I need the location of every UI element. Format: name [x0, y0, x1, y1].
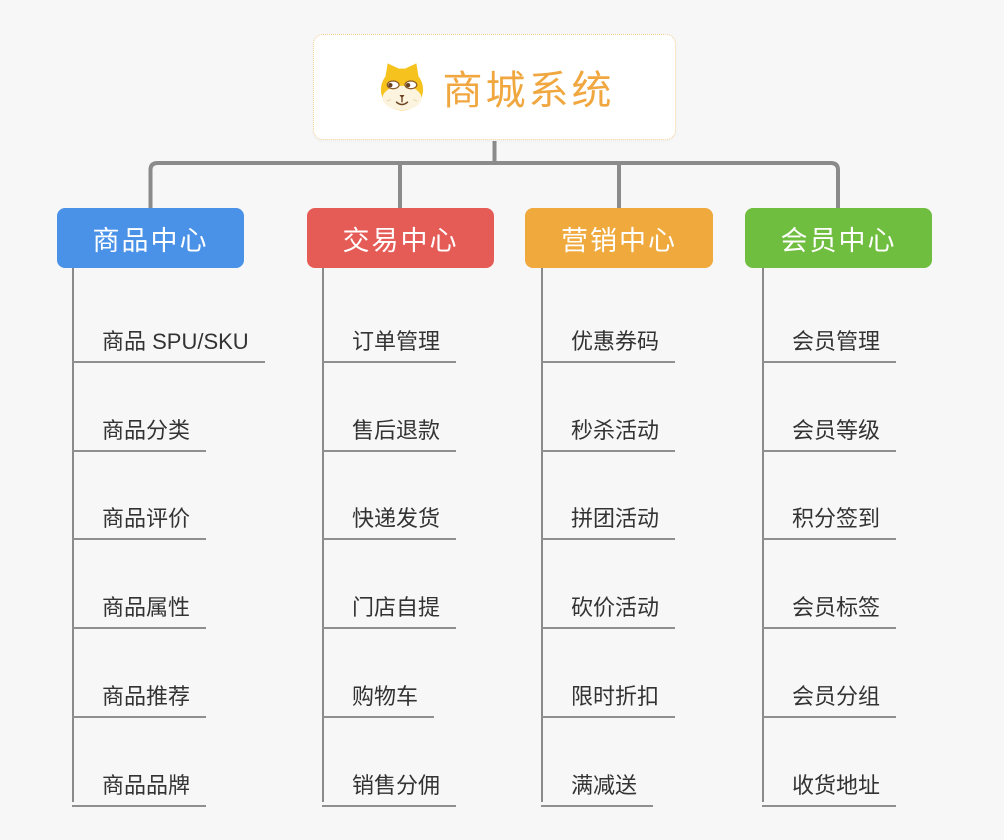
- child-node[interactable]: 商品评价: [72, 493, 207, 540]
- child-node[interactable]: 购物车: [322, 671, 435, 718]
- branch-trunk-line: [322, 268, 324, 802]
- dog-face-icon: [380, 63, 423, 111]
- branch-node-member[interactable]: 会员中心: [745, 208, 932, 268]
- child-node[interactable]: 门店自提: [322, 582, 457, 629]
- child-node[interactable]: 砍价活动: [541, 582, 676, 629]
- child-node[interactable]: 商品分类: [72, 405, 207, 452]
- child-node[interactable]: 拼团活动: [541, 493, 676, 540]
- child-node[interactable]: 满减送: [541, 760, 654, 807]
- child-node[interactable]: 积分签到: [762, 493, 897, 540]
- child-node[interactable]: 商品属性: [72, 582, 207, 629]
- child-node[interactable]: 会员分组: [762, 671, 897, 718]
- child-node[interactable]: 商品 SPU/SKU: [72, 316, 265, 363]
- child-node[interactable]: 秒杀活动: [541, 405, 676, 452]
- child-node[interactable]: 订单管理: [322, 316, 457, 363]
- root-node[interactable]: 商城系统: [313, 34, 676, 140]
- child-node[interactable]: 商品品牌: [72, 760, 207, 807]
- branch-node-marketing[interactable]: 营销中心: [525, 208, 713, 268]
- child-node[interactable]: 限时折扣: [541, 671, 676, 718]
- child-node[interactable]: 会员标签: [762, 582, 897, 629]
- branch-node-product[interactable]: 商品中心: [57, 208, 244, 268]
- child-node[interactable]: 快递发货: [322, 493, 457, 540]
- branch-node-trade[interactable]: 交易中心: [307, 208, 494, 268]
- branch-trunk-line: [541, 268, 543, 802]
- child-node[interactable]: 会员等级: [762, 405, 897, 452]
- child-node[interactable]: 会员管理: [762, 316, 897, 363]
- root-title: 商城系统: [442, 69, 615, 113]
- child-node[interactable]: 收货地址: [762, 760, 897, 807]
- branch-trunk-line: [72, 268, 74, 802]
- branch-trunk-line: [762, 268, 764, 802]
- child-node[interactable]: 商品推荐: [72, 671, 207, 718]
- child-node[interactable]: 销售分佣: [322, 760, 457, 807]
- child-node[interactable]: 售后退款: [322, 405, 457, 452]
- child-node[interactable]: 优惠券码: [541, 316, 676, 363]
